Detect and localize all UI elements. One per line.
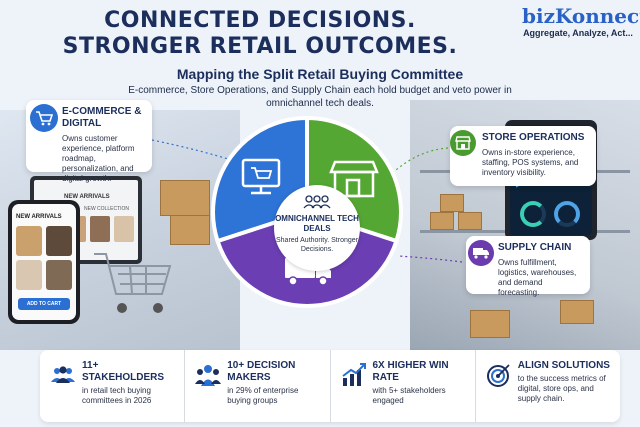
store-ops-card-title: STORE OPERATIONS: [482, 132, 585, 143]
stat-title: 6X HIGHER WIN RATE: [372, 360, 449, 383]
product-thumbnail: [90, 216, 110, 242]
logo-wordmark: bizKonnect: [522, 4, 640, 28]
laptop-new-arrivals-label: NEW ARRIVALS: [64, 194, 110, 200]
brand-logo: bizKonnect Aggregate, Analyze, Act...: [522, 4, 640, 38]
page-description: E-commerce, Store Operations, and Supply…: [128, 85, 512, 109]
phone-screen: NEW ARRIVALS ADD TO CART: [12, 204, 76, 320]
product-thumbnail: [46, 260, 72, 290]
shopping-cart-illustration: [94, 253, 172, 313]
cardboard-box: [440, 194, 464, 212]
stat-title: ALIGN SOLUTIONS: [517, 360, 610, 371]
cardboard-box: [458, 212, 482, 230]
stat-text: with 5+ stakeholders engaged: [372, 386, 446, 405]
monitor-cart-icon: [241, 158, 281, 195]
smartphone-device: NEW ARRIVALS ADD TO CART: [8, 200, 80, 324]
stat-title: 11+ STAKEHOLDERS: [82, 360, 165, 383]
laptop-collection-label: NEW COLLECTION: [84, 206, 130, 212]
page-subtitle: Mapping the Split Retail Buying Committe…: [176, 66, 464, 82]
people-group-icon: [51, 366, 75, 383]
center-title: OMNICHANNEL TECH DEALS: [275, 214, 359, 233]
stat-align-solutions: ALIGN SOLUTIONS to the success metrics o…: [476, 350, 620, 422]
growth-chart-icon: [341, 363, 366, 386]
title-line-1: CONNECTED DECISIONS.: [104, 8, 416, 33]
ecommerce-card-title: E-COMMERCE & DIGITAL: [62, 106, 142, 129]
product-thumbnail: [46, 226, 72, 256]
cardboard-box: [470, 310, 510, 338]
dashboard-donut: [554, 201, 580, 227]
stat-decision-makers: 10+ DECISION MAKERS in 29% of enterprise…: [185, 350, 331, 422]
title-line-2: STRONGER RETAIL OUTCOMES.: [62, 34, 458, 59]
ecommerce-card-text: Owns customer experience, platform roadm…: [62, 134, 135, 183]
cardboard-box: [160, 180, 210, 216]
product-thumbnail: [16, 260, 42, 290]
cardboard-box: [430, 212, 454, 230]
product-thumbnail: [114, 216, 134, 242]
dashboard-donut: [520, 201, 546, 227]
supply-chain-card-title: SUPPLY CHAIN: [498, 242, 572, 253]
cart-icon: [30, 104, 58, 132]
stat-title: 10+ DECISION MAKERS: [227, 360, 296, 383]
decision-makers-icon: [195, 365, 222, 386]
center-subtitle: Shared Authority. Stronger Decisions.: [276, 237, 358, 253]
people-icon: [303, 195, 331, 209]
logo-tagline: Aggregate, Analyze, Act...: [523, 28, 633, 38]
cardboard-box: [560, 300, 594, 324]
add-to-cart-button[interactable]: ADD TO CART: [18, 298, 70, 310]
center-hub: OMNICHANNEL TECH DEALS Shared Authority.…: [274, 185, 360, 271]
stat-text: in 29% of enterprise buying groups: [227, 386, 299, 405]
header-title: CONNECTED DECISIONS. STRONGER RETAIL OUT…: [0, 8, 520, 60]
store-ops-card-text: Owns in-store experience, staffing, POS …: [482, 148, 579, 177]
stat-text: to the success metrics of digital, store…: [517, 374, 606, 403]
storefront-icon: [450, 130, 476, 156]
supply-chain-card-text: Owns fulfillment, logistics, warehouses,…: [498, 258, 577, 297]
stat-win-rate: 6X HIGHER WIN RATE with 5+ stakeholders …: [331, 350, 476, 422]
stat-stakeholders: 11+ STAKEHOLDERS in retail tech buying c…: [40, 350, 186, 422]
phone-new-arrivals-label: NEW ARRIVALS: [16, 214, 62, 220]
truck-icon: [468, 240, 494, 266]
stat-text: in retail tech buying committees in 2026: [82, 386, 152, 405]
target-icon: [486, 364, 510, 387]
product-thumbnail: [16, 226, 42, 256]
cardboard-box: [170, 215, 210, 245]
stats-bar: 11+ STAKEHOLDERS in retail tech buying c…: [40, 350, 620, 422]
buying-committee-pie: OMNICHANNEL TECH DEALS Shared Authority.…: [207, 112, 407, 312]
